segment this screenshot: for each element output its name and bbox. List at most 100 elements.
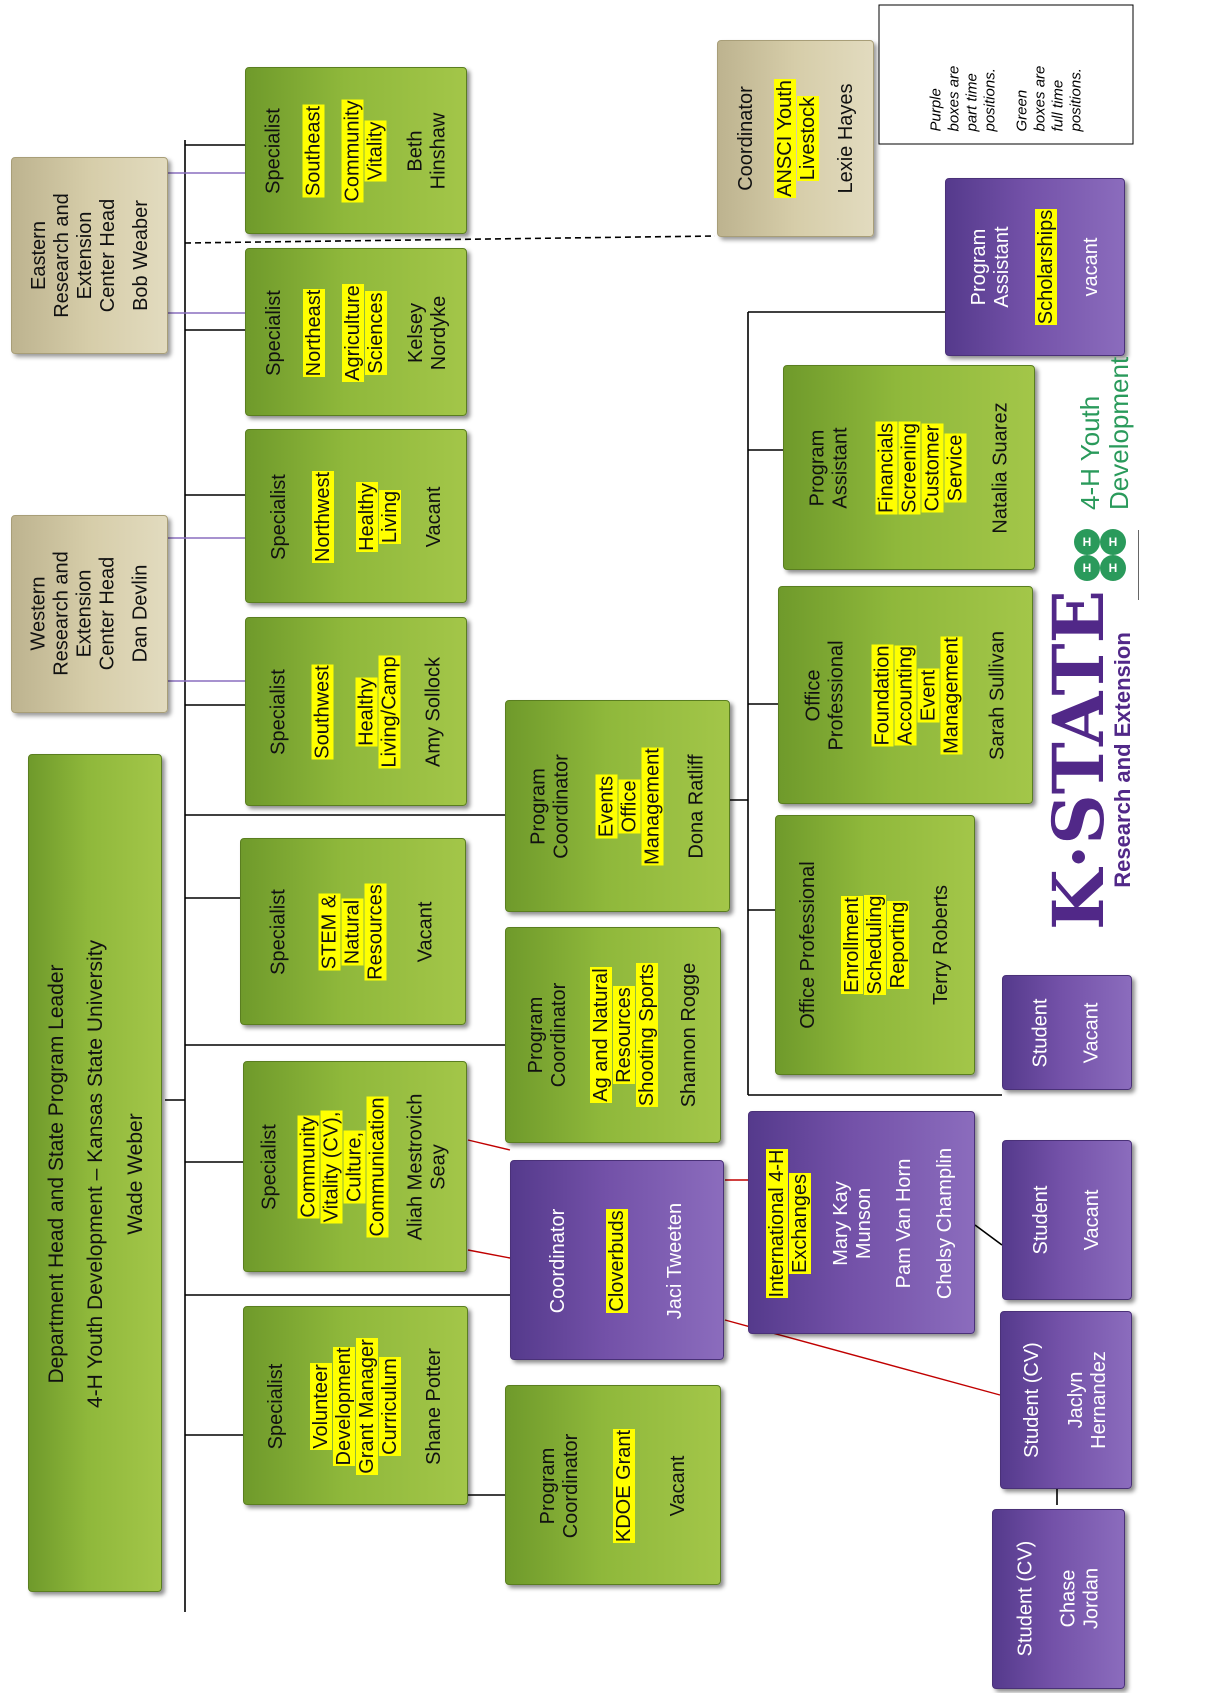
focus-label: KDOE Grant (613, 1428, 635, 1544)
role-label: Program (967, 228, 990, 306)
focus-label: Grant Manager (355, 1338, 378, 1475)
four-h-line-1: 4-H Youth (1075, 395, 1106, 510)
person-name: Vacant (1080, 1002, 1103, 1064)
role-label: Student (1029, 998, 1052, 1068)
eastern-line-3: Extension (74, 211, 96, 300)
eastern-line-2: Research and (51, 193, 73, 318)
role-label: Student (CV) (1014, 1540, 1037, 1657)
legend-note-container: Purple boxes are part time positions. Gr… (878, 4, 1134, 145)
kstate-subtitle: Research and Extension (1109, 632, 1135, 888)
legend-purple-line: positions. (981, 68, 998, 132)
four-h-wordmark-container: 4-H Youth Development (1075, 357, 1135, 510)
focus-label: Management (940, 636, 963, 755)
focus-label: Shooting Sports (636, 962, 658, 1108)
role-label: Specialist (267, 889, 290, 975)
person-name: Amy Sollock (422, 656, 445, 768)
role-label: Specialist (268, 474, 290, 560)
western-head-name: Dan Devlin (129, 564, 152, 663)
focus-label: Financials (875, 421, 897, 515)
role-label: Coordinator (546, 1208, 569, 1314)
person-name: Vacant (1080, 1189, 1103, 1251)
focus-label: Natural (341, 898, 363, 966)
person-name: Vacant (423, 486, 445, 548)
focus-label: Healthy (355, 677, 378, 747)
role-label: Specialist (267, 669, 290, 755)
focus-label: Ag and Natural (590, 967, 612, 1103)
area-label: Southwest (311, 664, 334, 760)
person-name: Hinshaw (427, 112, 450, 190)
focus-label: Resources (613, 986, 635, 1084)
role-label: Office Professional (796, 861, 819, 1029)
svg-text:H: H (1083, 561, 1092, 575)
four-h-wordmark: 4-H Youth Development (1075, 357, 1135, 510)
focus-label: Agriculture (342, 284, 365, 382)
area-label: Northwest (312, 470, 334, 564)
focus-label: Office (618, 779, 640, 834)
focus-label: Screening (898, 421, 920, 515)
role-label: Coordinator (559, 1433, 582, 1539)
focus-label: STEM & (318, 893, 340, 971)
eastern-line-1: Eastern (28, 221, 50, 290)
focus-label: Management (641, 747, 663, 866)
person-name: Seay (427, 1144, 450, 1190)
focus-label: Community (297, 1115, 319, 1219)
person-name: Beth (404, 130, 427, 172)
eastern-line-4: Center Head (97, 198, 119, 313)
student-box-2: Student Vacant (1002, 1140, 1132, 1300)
eastern-head-name: Bob Weaber (130, 200, 152, 311)
legend-green-line: boxes are (1031, 65, 1048, 132)
department-head-box: Department Head and State Program Leader… (28, 754, 162, 1592)
focus-label: Cloverbuds (605, 1209, 628, 1313)
focus-label: Development (332, 1346, 355, 1467)
focus-label: Resources (364, 883, 386, 981)
western-line-3: Extension (73, 569, 96, 658)
focus-label: Livestock (796, 95, 819, 182)
focus-label: Curriculum (378, 1357, 401, 1456)
person-name: vacant (1079, 237, 1102, 297)
person-name: Vacant (666, 1455, 689, 1517)
role-label: Coordinator (548, 982, 570, 1088)
western-line-1: Western (27, 576, 50, 651)
person-name: Chase (1057, 1569, 1080, 1628)
focus-label: Culture, (343, 1131, 365, 1204)
legend-purple-line: boxes are (945, 65, 962, 132)
svg-text:H: H (1109, 561, 1118, 575)
svg-text:H: H (1083, 535, 1092, 549)
focus-label: Vitality (364, 120, 387, 182)
focus-label: International 4-H (766, 1148, 789, 1299)
eastern-center-head-box: Eastern Research and Extension Center He… (11, 157, 168, 354)
leader-name: Wade Weber (124, 1113, 148, 1235)
person-name: Jaclyn (1064, 1371, 1087, 1429)
role-label: Specialist (262, 108, 285, 194)
role-label: Program (527, 768, 550, 845)
role-label: Assistant (990, 226, 1013, 308)
role-label: Student (CV) (1021, 1342, 1044, 1458)
focus-label: Foundation (871, 644, 894, 747)
focus-label: Living (379, 489, 401, 545)
role-label: Assistant (829, 427, 852, 509)
student-box-1: Student Vacant (1002, 975, 1132, 1090)
legend-purple-line: part time (963, 73, 980, 132)
focus-label: Event (917, 668, 940, 723)
coordinator-cloverbuds-box: Coordinator Cloverbuds Jaci Tweeten (510, 1160, 724, 1360)
person-name: Natalia Suarez (989, 402, 1012, 534)
person-name: Lexie Hayes (835, 83, 858, 194)
role-label: Specialist (265, 1363, 288, 1450)
role-label: Specialist (263, 290, 286, 376)
person-name: Sarah Sullivan (986, 631, 1009, 760)
focus-label: Community (341, 99, 364, 203)
focus-label: Vitality (CV), (320, 1110, 342, 1224)
person-name: Jordan (1080, 1567, 1103, 1630)
western-line-2: Research and (50, 551, 73, 676)
kstate-logo: K·STATE Research and Extension (1037, 560, 1140, 960)
person-name: Terry Roberts (930, 884, 953, 1006)
